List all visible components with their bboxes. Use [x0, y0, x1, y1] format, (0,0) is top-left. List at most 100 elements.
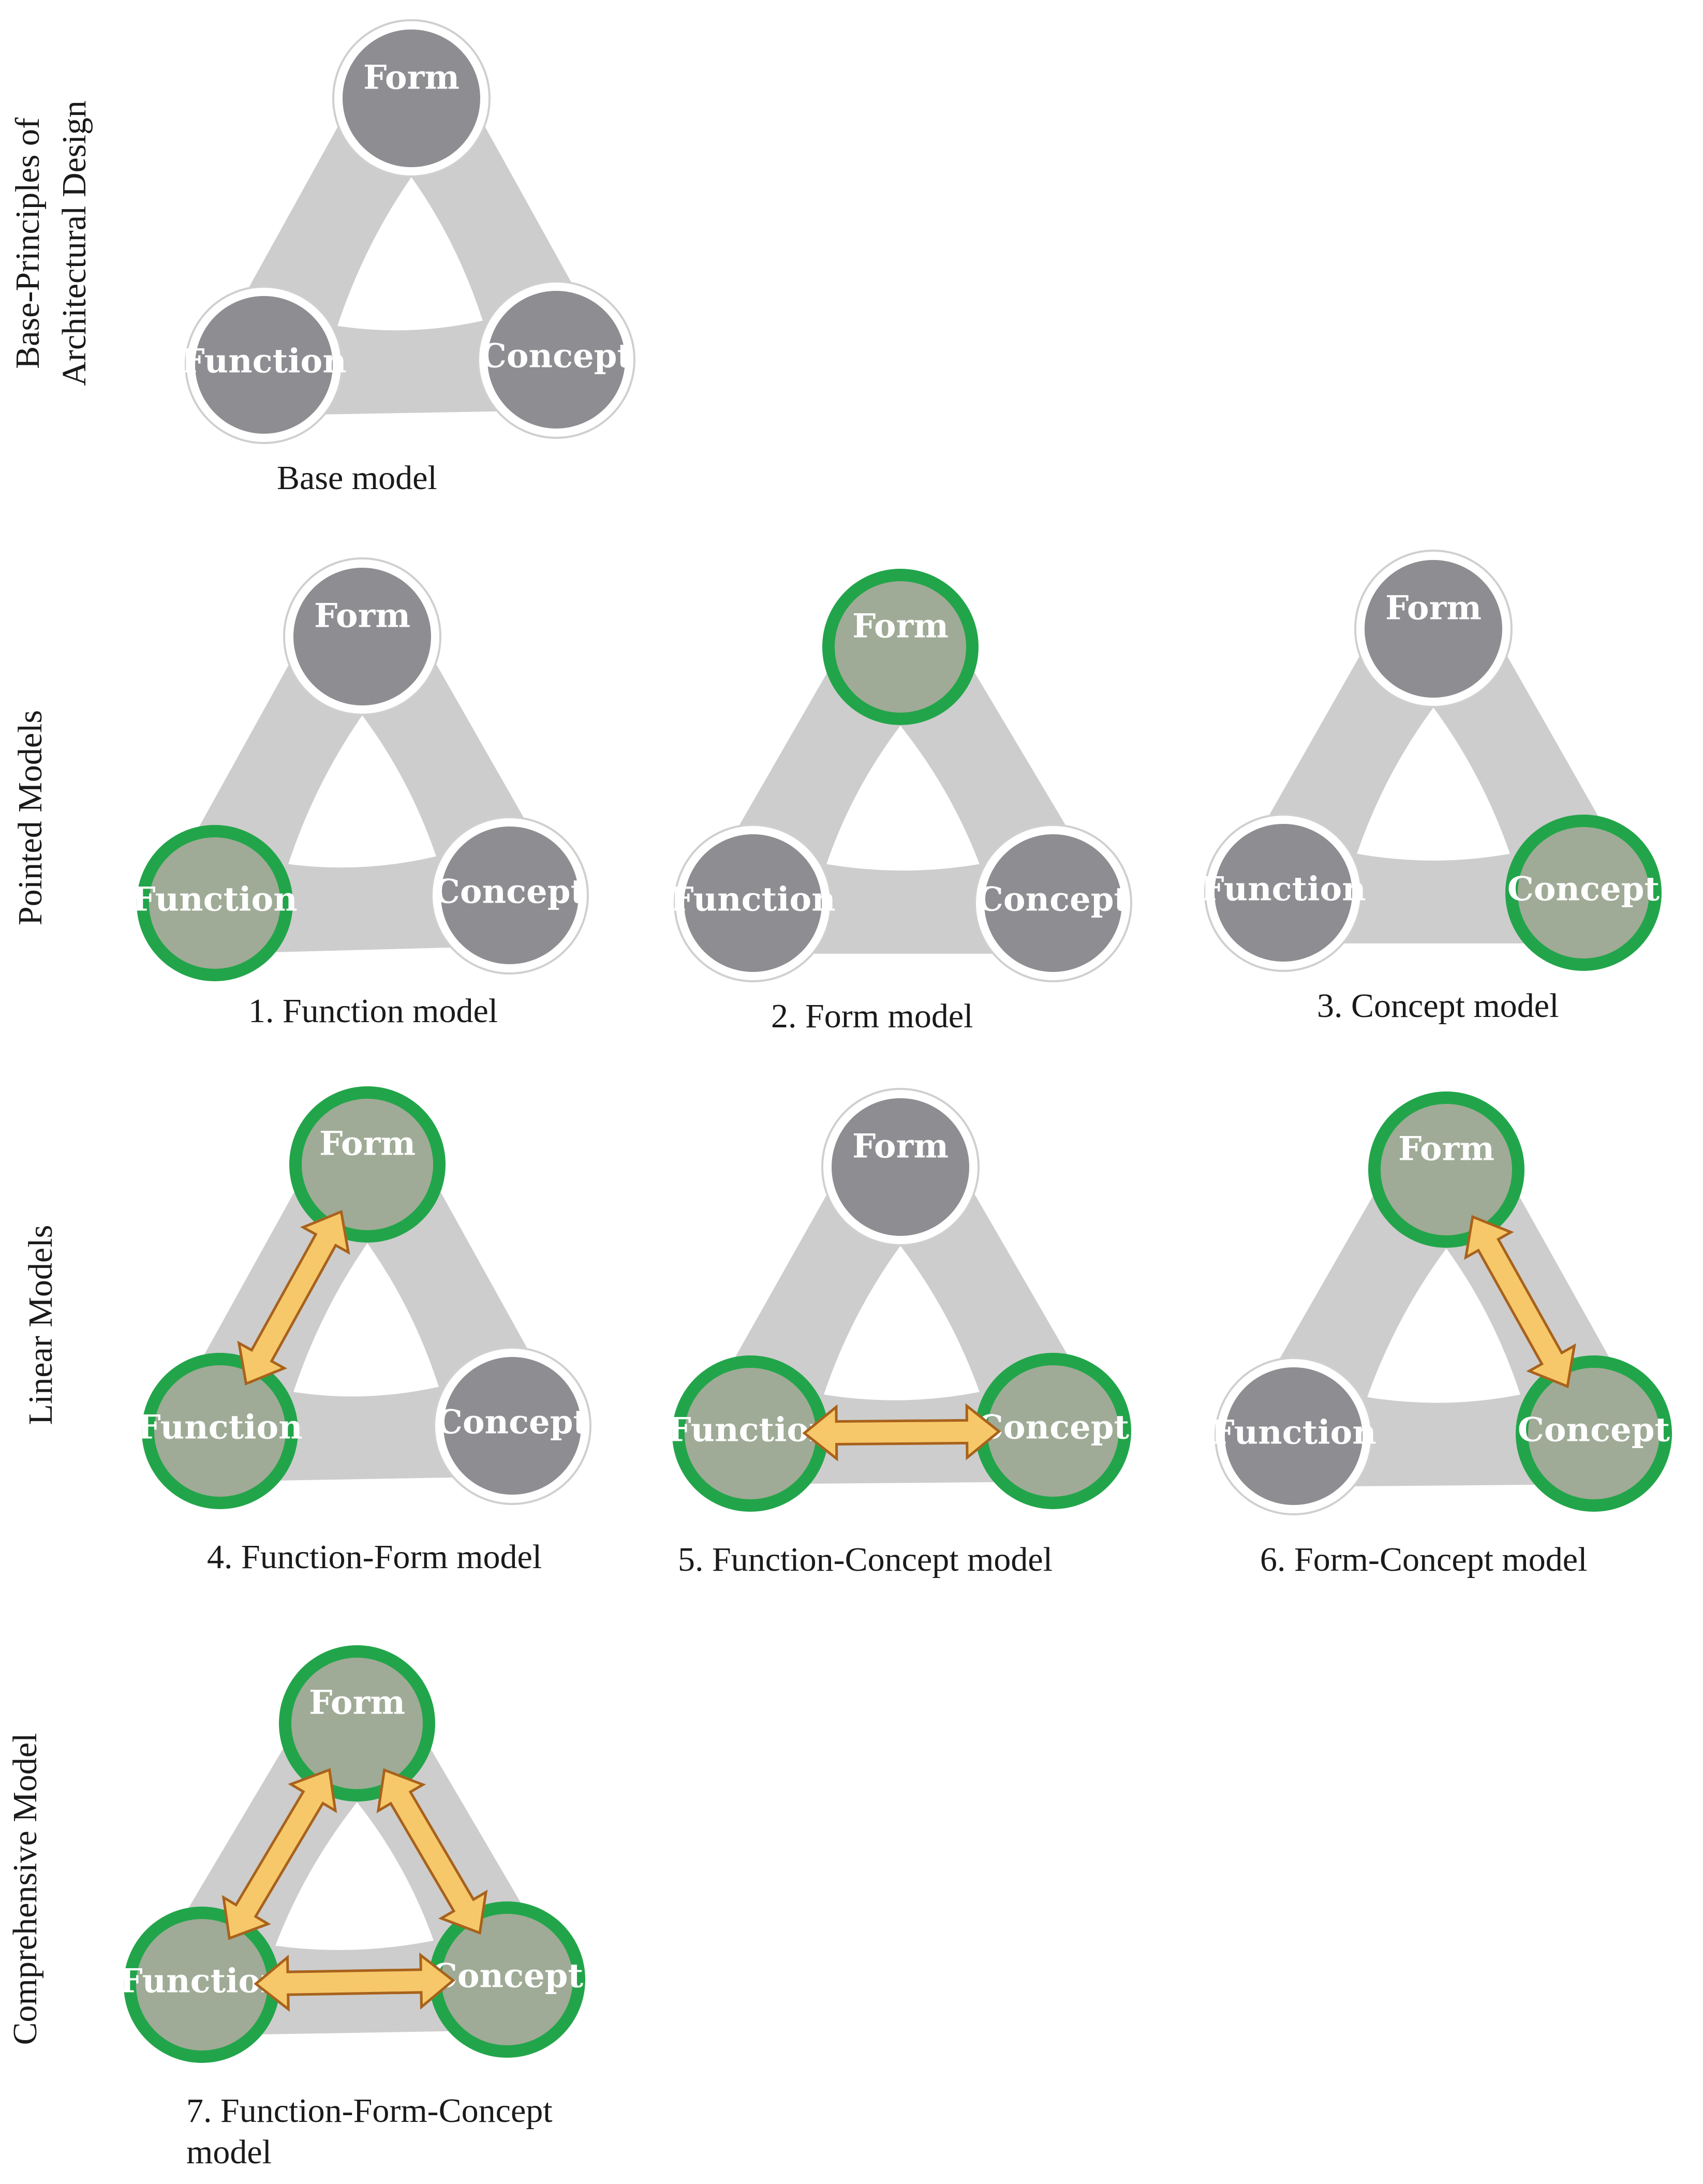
- concave-edge: [1528, 1108, 1703, 1362]
- double-arrow-icon: [237, 1209, 350, 1386]
- node-circle-highlighted: [136, 1919, 268, 2050]
- concave-edge: [68, 578, 280, 832]
- node-function: Function: [670, 824, 836, 982]
- concave-edge: [1515, 568, 1703, 821]
- model-caption: 6. Form-Concept model: [1260, 1541, 1587, 1578]
- concave-edge: [1138, 568, 1352, 821]
- node-concept: Concept: [975, 1353, 1131, 1509]
- node-label-function: Function: [132, 880, 297, 919]
- node-circle: [984, 834, 1122, 972]
- center-hole: [288, 715, 436, 868]
- concave-edge: [795, 957, 1014, 1095]
- model-caption: 7. Function-Form-Concept: [186, 2092, 553, 2130]
- node-circle: [832, 1098, 969, 1236]
- node-label-form: Form: [363, 58, 460, 97]
- concave-edge: [1324, 947, 1543, 1084]
- node-circle: [443, 1357, 581, 1495]
- node-circle: [1215, 824, 1352, 962]
- row-label: Linear Models: [22, 1225, 60, 1425]
- node-concept: Concept: [477, 281, 635, 439]
- center-hole: [275, 1802, 434, 1950]
- node-label-function: Function: [670, 880, 835, 919]
- row-label: Pointed Models: [11, 710, 49, 925]
- concave-edge: [256, 953, 469, 1094]
- node-label-form: Form: [319, 1125, 416, 1163]
- row-label-line: Linear Models: [22, 1225, 60, 1425]
- node-label-function: Function: [181, 342, 346, 381]
- node-circle-highlighted: [441, 1914, 573, 2045]
- node-circle-highlighted: [1381, 1104, 1512, 1235]
- node-label-concept: Concept: [1507, 870, 1660, 909]
- double-arrow-icon: [1464, 1215, 1576, 1389]
- node-label-concept: Concept: [434, 873, 586, 911]
- node-circle: [343, 29, 480, 167]
- double-arrow-icon: [221, 1768, 337, 1940]
- double-arrow-icon: [254, 1952, 455, 2012]
- node-circle: [1225, 1367, 1363, 1505]
- node-function: Function: [137, 1353, 303, 1509]
- node-form: Form: [822, 569, 979, 725]
- row-label-line: Pointed Models: [11, 710, 49, 925]
- concave-edge: [119, 37, 330, 293]
- model-caption: 5. Function-Concept model: [678, 1541, 1053, 1578]
- node-function: Function: [181, 286, 347, 444]
- concave-edge: [1149, 1109, 1365, 1365]
- node-concept: Concept: [974, 824, 1132, 982]
- node-concept: Concept: [1516, 1355, 1672, 1512]
- node-form: Form: [332, 19, 491, 178]
- node-form: Form: [1368, 1091, 1524, 1248]
- center-hole: [824, 1246, 980, 1400]
- node-circle-highlighted: [1518, 827, 1649, 958]
- center-hole: [1367, 1248, 1520, 1403]
- center-hole: [293, 1243, 439, 1397]
- node-form: Form: [1354, 550, 1513, 708]
- row-label-line: Architectural Design: [55, 100, 93, 386]
- node-label-form: Form: [1398, 1130, 1494, 1169]
- concave-edge: [443, 571, 652, 822]
- node-circle: [487, 291, 625, 429]
- node-label-concept: Concept: [977, 1408, 1130, 1447]
- concave-edge: [1333, 1489, 1552, 1628]
- model-caption: 2. Form model: [771, 997, 973, 1035]
- concave-edge: [75, 1103, 286, 1359]
- model-caption: 3. Concept model: [1317, 987, 1559, 1025]
- node-function: Function: [119, 1907, 285, 2063]
- node-label-function: Function: [1211, 1413, 1376, 1452]
- node-concept: Concept: [1505, 815, 1662, 971]
- node-function: Function: [132, 825, 298, 981]
- row-label-line: Base-Principles of: [9, 117, 47, 369]
- node-label-function: Function: [119, 1962, 284, 2001]
- model-caption: model: [186, 2133, 272, 2171]
- concave-edge: [604, 1108, 819, 1362]
- node-label-function: Function: [668, 1411, 833, 1450]
- concave-edge: [982, 1105, 1197, 1359]
- node-label-function: Function: [137, 1408, 302, 1447]
- center-hole: [1357, 707, 1510, 861]
- concave-edge: [260, 1483, 471, 1622]
- node-circle-highlighted: [835, 581, 966, 713]
- node-form: Form: [279, 1645, 435, 1802]
- node-label-form: Form: [314, 597, 410, 636]
- row-label-line: Comprehensive Model: [6, 1733, 44, 2045]
- concave-edge: [241, 2037, 465, 2176]
- node-label-concept: Concept: [431, 1957, 584, 1996]
- node-concept: Concept: [431, 816, 589, 975]
- node-circle: [1365, 560, 1502, 698]
- node-circle: [684, 834, 822, 972]
- double-arrow-icon: [376, 1768, 488, 1935]
- node-circle-highlighted: [685, 1368, 816, 1499]
- concave-edge: [983, 587, 1198, 833]
- center-hole: [337, 177, 483, 331]
- node-circle-highlighted: [291, 1658, 423, 1789]
- center-hole: [826, 726, 980, 871]
- node-circle-highlighted: [149, 837, 280, 969]
- node-form: Form: [289, 1086, 446, 1243]
- model-caption: 1. Function model: [248, 992, 498, 1030]
